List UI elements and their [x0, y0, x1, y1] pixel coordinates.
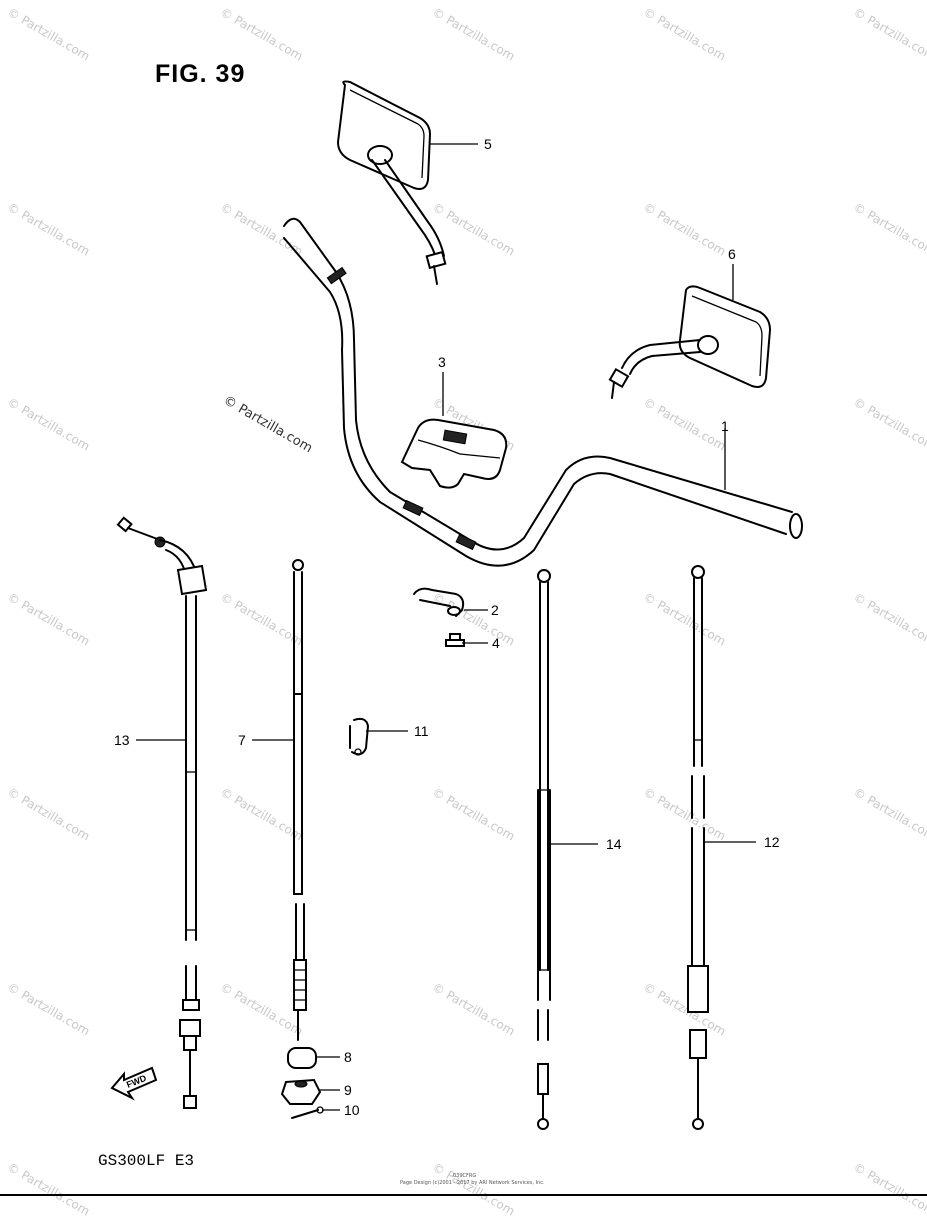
callout-8: 8 — [344, 1049, 352, 1065]
handlebar[interactable] — [283, 217, 803, 567]
adjuster[interactable] — [287, 1047, 317, 1069]
handlebar-clamp[interactable] — [400, 418, 508, 489]
footer-code: 039CFRG — [453, 1173, 477, 1179]
callout-3: 3 — [438, 354, 446, 370]
nut[interactable] — [280, 1078, 322, 1105]
figure-title: FIG. 39 — [155, 60, 246, 88]
fwd-arrow: FWD — [110, 1066, 158, 1101]
tachometer-cable[interactable] — [537, 569, 551, 1130]
callout-2: 2 — [491, 602, 499, 618]
callout-13: 13 — [114, 732, 130, 748]
callout-4: 4 — [492, 635, 500, 651]
callout-9: 9 — [344, 1082, 352, 1098]
footer-note: Page Design (c)2001 - 2017 by ARI Networ… — [400, 1180, 545, 1186]
cable-clamp[interactable] — [349, 717, 369, 756]
bolt[interactable] — [445, 633, 465, 647]
speedometer-cable[interactable] — [687, 565, 709, 1130]
mirror-left[interactable] — [336, 80, 447, 285]
pin[interactable] — [291, 1106, 324, 1119]
holder-bracket[interactable] — [413, 587, 465, 617]
callout-5: 5 — [484, 136, 492, 152]
callout-12: 12 — [764, 834, 780, 850]
callout-6: 6 — [728, 246, 736, 262]
callout-11: 11 — [414, 723, 429, 739]
throttle-cable[interactable] — [116, 516, 208, 1109]
leader-lines — [136, 143, 756, 1111]
mirror-right[interactable] — [608, 285, 772, 399]
callout-1: 1 — [721, 418, 729, 434]
model-code: GS300LF E3 — [98, 1152, 195, 1170]
callout-7: 7 — [238, 732, 246, 748]
callout-10: 10 — [344, 1102, 360, 1118]
clutch-cable[interactable] — [292, 559, 307, 1041]
callout-14: 14 — [606, 836, 622, 852]
